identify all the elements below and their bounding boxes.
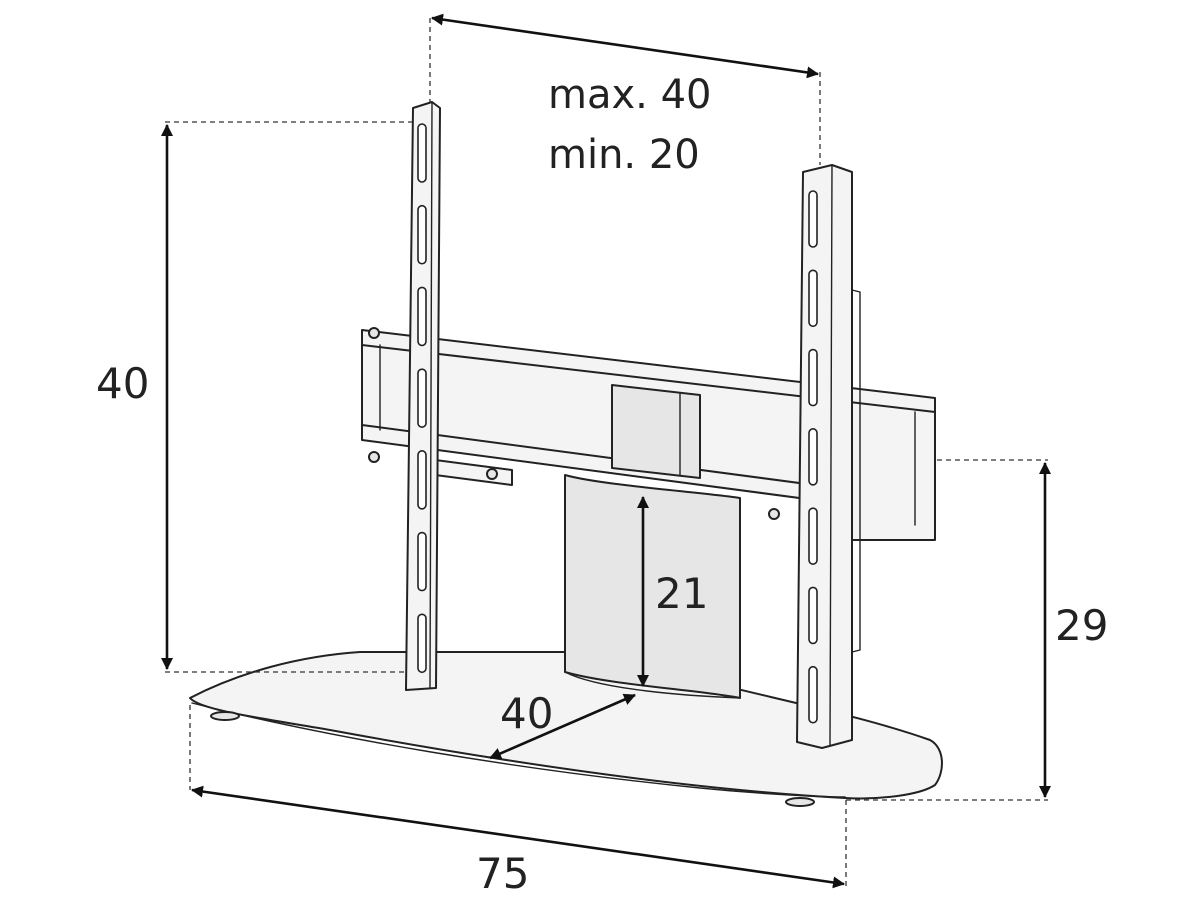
mounting-slot bbox=[417, 204, 427, 265]
mounting-slot bbox=[417, 286, 427, 347]
arrow-top-width bbox=[431, 13, 819, 79]
right-height-label: 29 bbox=[1055, 601, 1108, 650]
screw-icon bbox=[368, 451, 380, 463]
mounting-slot bbox=[808, 428, 818, 486]
screw-icon bbox=[368, 327, 380, 339]
extension-lines bbox=[165, 18, 1048, 886]
top-width-min-label: min. 20 bbox=[548, 132, 700, 178]
column-height-label: 21 bbox=[655, 569, 708, 618]
center-column bbox=[564, 474, 741, 699]
depth-label: 40 bbox=[500, 689, 553, 738]
mounting-slot bbox=[417, 123, 427, 183]
top-width-max-label: max. 40 bbox=[548, 72, 711, 118]
mounting-slot bbox=[808, 269, 818, 328]
mounting-slot bbox=[808, 190, 818, 248]
foot-left bbox=[210, 711, 240, 721]
left-vertical-rail bbox=[405, 101, 441, 691]
base-width-label: 75 bbox=[476, 849, 529, 898]
mounting-slot bbox=[417, 531, 427, 592]
arrow-depth bbox=[489, 693, 636, 760]
center-clamp-block bbox=[611, 384, 701, 479]
screw-icon bbox=[486, 468, 498, 480]
mounting-slot bbox=[417, 368, 427, 428]
mounting-slot bbox=[808, 348, 818, 407]
crossbar bbox=[361, 327, 936, 541]
arrow-base-width bbox=[191, 785, 845, 889]
dimension-arrows bbox=[161, 13, 1051, 889]
mounting-slot bbox=[808, 665, 818, 724]
foot-right bbox=[785, 797, 815, 807]
left-height-label: 40 bbox=[96, 359, 149, 408]
mounting-slot bbox=[417, 450, 427, 510]
right-vertical-rail bbox=[796, 164, 861, 749]
mounting-slot bbox=[417, 613, 427, 674]
screw-icon bbox=[768, 508, 780, 520]
mounting-slot bbox=[808, 586, 818, 645]
mounting-slot bbox=[808, 507, 818, 565]
